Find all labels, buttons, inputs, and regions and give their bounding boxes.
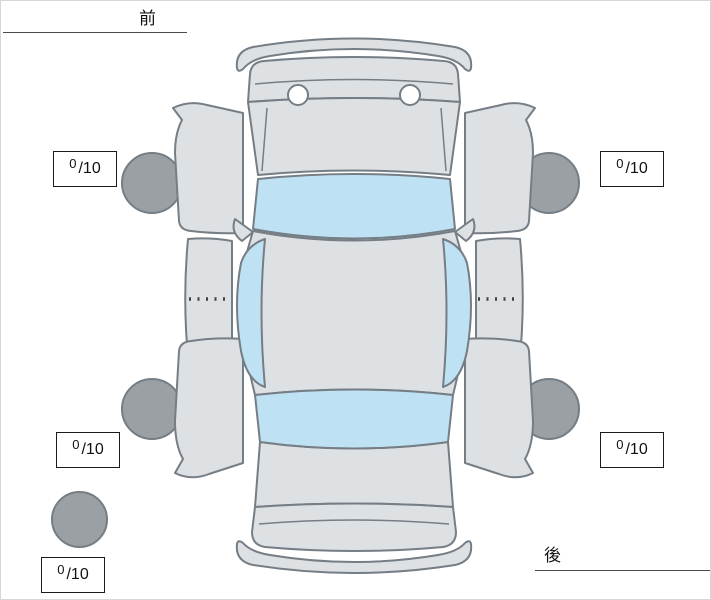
mirror-right	[454, 218, 476, 242]
rear-window-glass	[254, 388, 454, 450]
tire-rear-left	[121, 378, 183, 440]
score-front-right: 0/10	[600, 151, 664, 187]
score-max: /10	[625, 441, 648, 458]
front-bumper-crease	[254, 78, 454, 85]
rear-spoiler	[235, 540, 473, 574]
hood-crease-left	[261, 107, 268, 172]
score-rear-left: 0/10	[56, 432, 120, 468]
score-max: /10	[66, 566, 89, 583]
roof	[239, 230, 469, 396]
side-window-left	[236, 238, 266, 388]
headlamp-washer-right	[399, 84, 421, 106]
trunk	[254, 441, 454, 508]
tire-front-left	[121, 152, 183, 214]
windshield-glass	[252, 173, 456, 240]
fender-rear-right	[464, 337, 534, 479]
fender-front-left	[172, 102, 244, 235]
rear-bumper	[251, 502, 457, 552]
hood-crease-right	[440, 107, 447, 172]
score-rear-right: 0/10	[600, 432, 664, 468]
hood	[247, 97, 461, 176]
rear-label-underline	[535, 570, 710, 571]
rear-bumper-crease	[258, 519, 450, 525]
rear-label: 後	[544, 546, 562, 565]
score-value: 0	[72, 436, 80, 452]
front-label: 前	[139, 9, 157, 28]
score-value: 0	[616, 436, 624, 452]
score-value: 0	[69, 155, 77, 171]
score-value: 0	[616, 155, 624, 171]
mirror-left	[232, 218, 254, 242]
front-label-underline	[3, 32, 187, 33]
score-max: /10	[78, 160, 101, 177]
score-max: /10	[81, 441, 104, 458]
score-front-left: 0/10	[53, 151, 117, 187]
headlamp-washer-left	[287, 84, 309, 106]
fender-rear-left	[174, 337, 244, 479]
fender-front-right	[464, 102, 536, 235]
score-max: /10	[625, 160, 648, 177]
score-spare: 0/10	[41, 557, 105, 593]
front-spoiler	[235, 37, 473, 72]
spare-tire	[51, 491, 108, 548]
score-value: 0	[57, 561, 65, 577]
side-window-right	[442, 238, 472, 388]
